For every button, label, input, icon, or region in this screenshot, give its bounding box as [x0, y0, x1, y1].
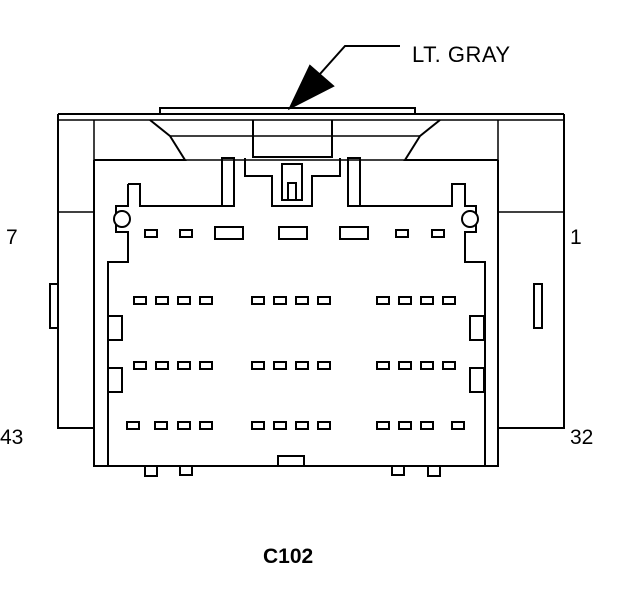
cavity: [396, 230, 408, 237]
cavity: [432, 230, 444, 237]
left-key-upper: [108, 316, 122, 340]
pin-label-top-left: 7: [6, 226, 18, 249]
foot-1: [145, 466, 157, 476]
latch-shoulder-right: [405, 120, 498, 160]
left-outer-wall: [58, 114, 94, 428]
cavity: [180, 230, 192, 237]
wire-color-label: LT. GRAY: [412, 42, 511, 67]
right-key-lower: [470, 368, 484, 392]
left-key-lower: [108, 368, 122, 392]
latch-shoulder-left: [94, 120, 185, 160]
pin-label-bottom-right: 32: [570, 426, 594, 449]
connector-id-label: C102: [263, 545, 314, 568]
latch-housing: [253, 120, 332, 157]
leader-arrowhead: [287, 64, 335, 111]
pin-cavities: [127, 227, 464, 429]
foot-3: [392, 466, 404, 475]
pin-label-top-right: 1: [570, 226, 582, 249]
left-side-clip: [50, 284, 58, 328]
cavity-face: [108, 184, 128, 466]
latch-post-right: [348, 158, 360, 206]
latch-post-left: [222, 158, 234, 206]
right-side-clip: [534, 284, 542, 328]
right-key-upper: [470, 316, 484, 340]
cavity: [279, 227, 307, 239]
locking-tab: [245, 158, 340, 206]
top-latch-plate: [160, 108, 415, 114]
foot-4: [428, 466, 440, 476]
connector-outline: [50, 46, 564, 476]
cavity: [340, 227, 368, 239]
foot-center: [278, 456, 304, 466]
right-outer-wall: [498, 114, 564, 428]
foot-2: [180, 466, 192, 475]
cavity: [145, 230, 157, 237]
pin-label-bottom-left: 43: [0, 426, 24, 449]
cavity: [215, 227, 243, 239]
